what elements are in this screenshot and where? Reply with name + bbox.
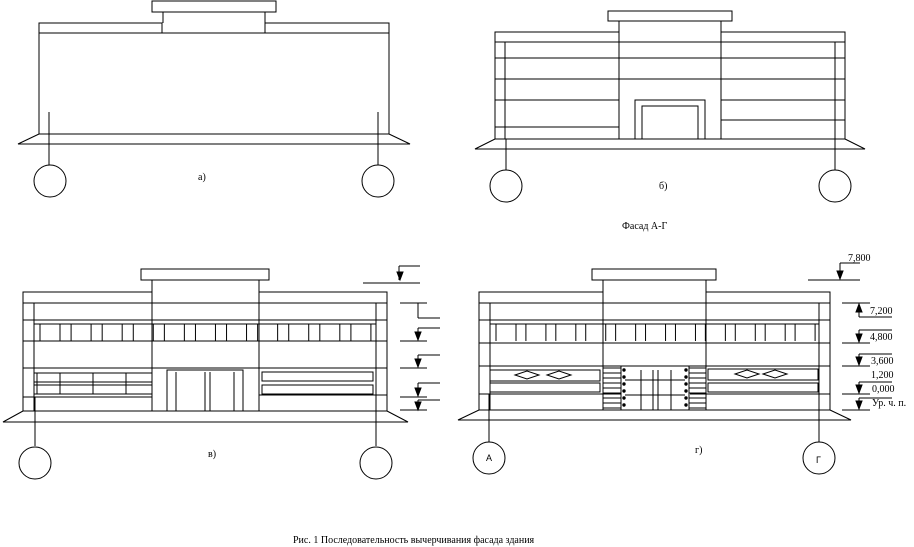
elevation-arrow-icon [855,356,863,367]
decor-dot [684,389,688,393]
elevation-arrow-icon [855,384,863,395]
elevation-arrow-icon [855,302,863,313]
label-v: в) [208,449,216,460]
elevation-4800: 4,800 [870,332,893,343]
label-b: б) [659,181,667,192]
label-g: г) [695,445,702,456]
elevation-arrow-icon [414,358,422,369]
decor-dot [684,403,688,407]
elevation-arrow-icon [855,400,863,411]
facade-stage-a: а) [17,0,411,198]
decor-dot [622,368,626,372]
decor-diamond [761,369,789,379]
axis-label-left: А [486,453,492,463]
elevation-arrow-icon [396,271,404,282]
facade-stage-v: в) [2,265,440,480]
elevation-7800: 7,800 [848,253,871,264]
elevation-ground: Ур. ч. п. [872,398,906,409]
facade-stage-g: А Г г) 7,800 7,200 4,800 3,600 1,200 0,0… [457,253,906,475]
decor-dot [622,389,626,393]
decor-dot [684,375,688,379]
facade-stage-b: б) Фасад А-Г [474,10,866,232]
elevation-0000: 0,000 [872,384,895,395]
elevation-arrow-icon [836,270,844,281]
decor-dot [622,382,626,386]
decor-diamond [733,369,761,379]
elevation-arrow-icon [414,387,422,398]
decor-dot [684,368,688,372]
decor-diamond [545,370,573,380]
decor-dot [622,375,626,379]
elevation-7200: 7,200 [870,306,893,317]
elevation-arrow-icon [414,401,422,412]
decor-diamond [513,370,541,380]
axis-marker-right [361,164,395,198]
decor-dot [684,396,688,400]
decor-dot [684,382,688,386]
elevation-arrow-icon [855,333,863,344]
elevation-1200: 1,200 [871,370,894,381]
facade-title: Фасад А-Г [622,221,667,232]
elevation-arrow-icon [414,331,422,342]
elevation-3600: 3,600 [871,356,894,367]
label-a: а) [198,172,206,183]
axis-marker-left [33,164,67,198]
decor-dot [622,396,626,400]
figure-caption: Рис. 1 Последовательность вычерчивания ф… [293,535,535,546]
axis-label-right: Г [816,455,821,465]
decor-dot [622,403,626,407]
